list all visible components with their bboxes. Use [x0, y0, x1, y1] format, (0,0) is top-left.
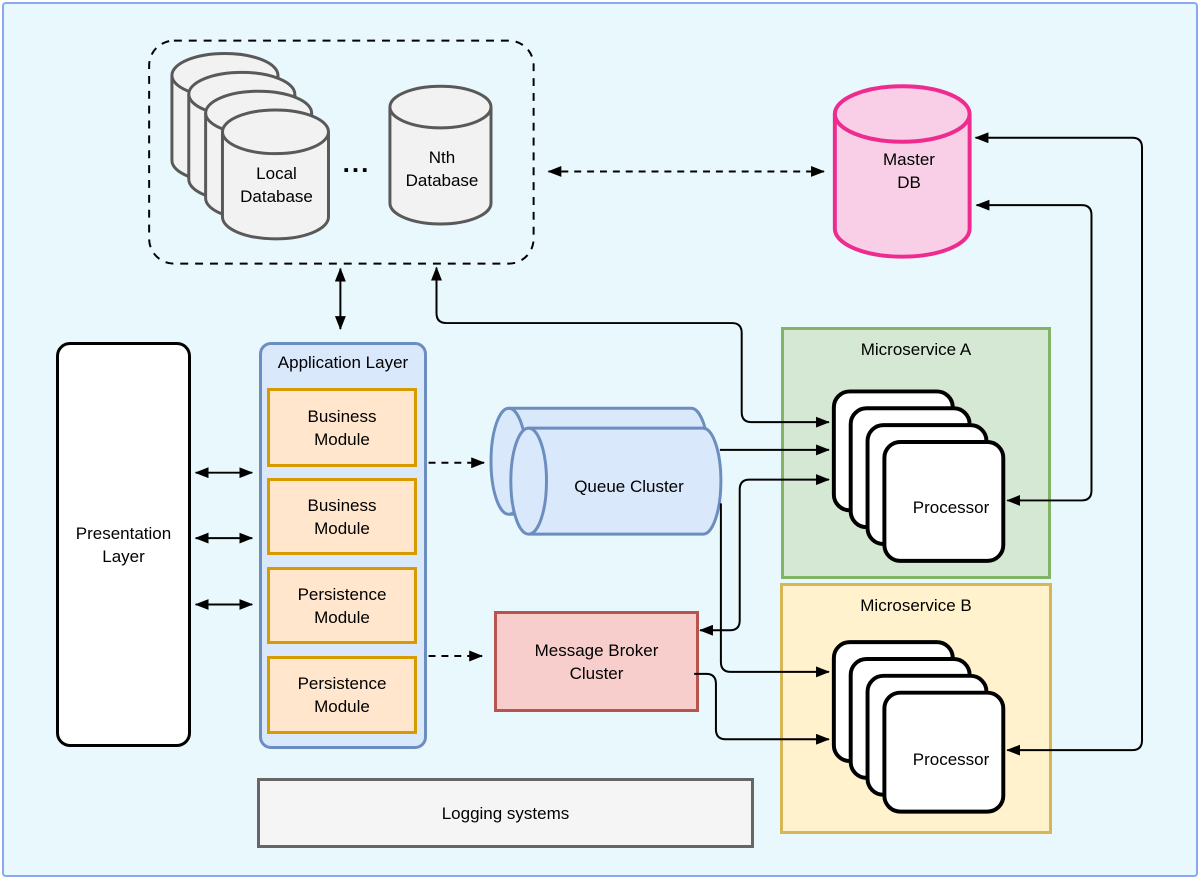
- local-database-cylinder-rim: [220, 131, 330, 156]
- nth-database-body: [388, 84, 493, 226]
- microservice-b-title: Microservice B: [860, 596, 972, 615]
- local-database-cylinder: [220, 108, 330, 241]
- queue-cluster: [489, 406, 723, 536]
- master-db-label: Master DB: [883, 150, 935, 192]
- business-module-2-label: Business Module: [307, 495, 377, 538]
- master-db-rim: [832, 113, 972, 144]
- logging-systems-box: Logging systems: [257, 778, 754, 848]
- nth-database-label: Nth Database: [405, 148, 479, 190]
- connectors: [194, 132, 1144, 756]
- local-database-stack: [170, 52, 330, 241]
- persistence-module-1-label: Persistence Module: [297, 584, 387, 627]
- connector-databases-microservice-a: [431, 266, 830, 428]
- logging-systems-label: Logging systems: [441, 803, 570, 823]
- nth-database-rim: [388, 106, 493, 130]
- application-layer-title: Application Layer: [277, 353, 409, 372]
- microservice-a-processor-stack: [831, 389, 1006, 563]
- microservice-b-processor-stack: [831, 640, 1006, 814]
- presentation-layer-label: Presentation Layer: [75, 523, 172, 566]
- business-module-1: Business Module: [267, 388, 417, 467]
- master-db-cylinder: [832, 84, 972, 259]
- message-broker-label: Message Broker Cluster: [534, 640, 659, 683]
- nth-database-cylinder: [388, 84, 493, 226]
- persistence-module-2-label: Persistence Module: [297, 674, 387, 716]
- presentation-layer-box: Presentation Layer: [56, 342, 191, 747]
- processor-a-label: Processor: [912, 498, 990, 517]
- microservice-a-title: Microservice A: [860, 340, 972, 359]
- queue-cluster-label: Queue Cluster: [574, 477, 684, 496]
- connector-broker-microservice-a: [699, 474, 830, 636]
- persistence-module-2: Persistence Module: [267, 656, 417, 734]
- connector-layer: [148, 39, 1144, 814]
- business-module-1-label: Business Module: [307, 406, 377, 449]
- master-db-body: [832, 84, 972, 259]
- queue-cylinder-front-rim: [528, 426, 548, 536]
- persistence-module-1: Persistence Module: [267, 567, 417, 644]
- ellipsis-label: ...: [342, 148, 371, 178]
- database-cluster-container: [148, 39, 535, 265]
- message-broker-box: Message Broker Cluster: [494, 611, 699, 712]
- processor-b-label: Processor: [912, 750, 990, 769]
- connector-masterdb-microservice-b: [974, 132, 1144, 756]
- connector-broker-to-microservice-b: [694, 672, 830, 745]
- local-database-label: Local Database: [240, 164, 313, 206]
- connector-masterdb-microservice-a: [975, 199, 1093, 506]
- business-module-2: Business Module: [267, 478, 417, 555]
- connector-queue-to-microservice-b: [719, 503, 830, 678]
